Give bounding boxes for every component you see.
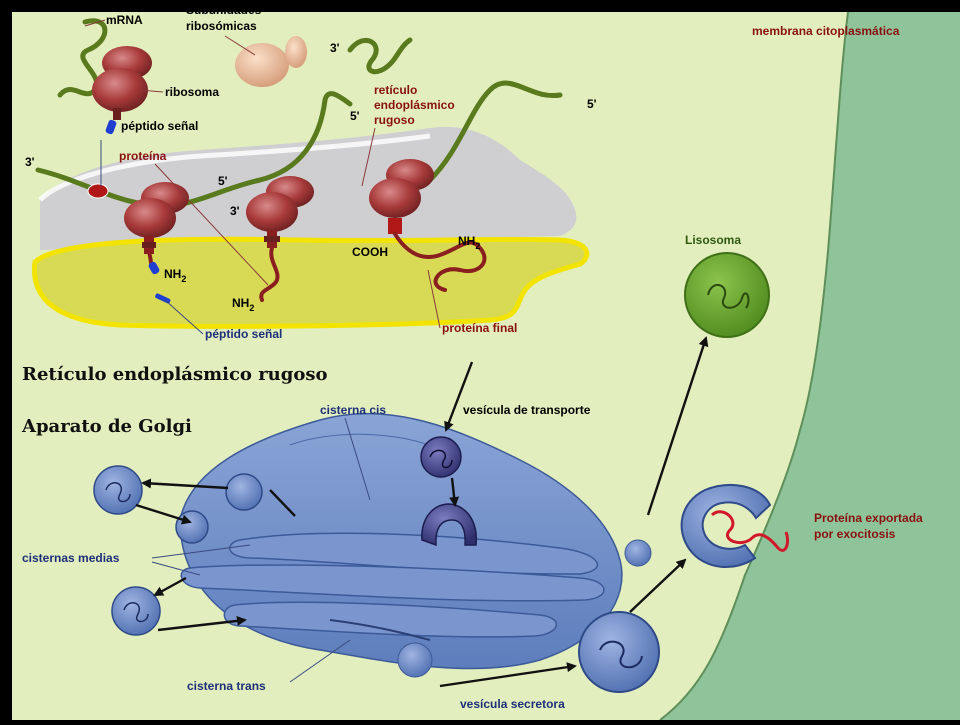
arrow-golgi-to-vesicle-1 <box>141 478 229 490</box>
lysosome <box>684 252 770 338</box>
exported-protein <box>710 510 790 552</box>
label-nh2-b: NH2 <box>232 296 254 313</box>
label-mrna: mRNA <box>106 13 143 27</box>
golgi-side-vesicles <box>93 465 263 636</box>
label-nh2-a: NH2 <box>164 267 186 284</box>
er-ribosome-1 <box>124 182 189 254</box>
golgi-apparatus <box>179 412 652 678</box>
plasma-membrane <box>659 11 849 721</box>
signal-peptide-free <box>105 119 117 135</box>
er-ribosome-2 <box>246 176 314 248</box>
golgi-trans-cistern <box>223 601 558 638</box>
secretory-vesicle <box>578 611 660 693</box>
extracellular-space <box>660 12 960 720</box>
label-protein: proteína <box>119 149 167 163</box>
pointer-mrna <box>84 19 106 27</box>
label-3prime-er: 3' <box>230 204 240 218</box>
label-membrane: membrana citoplasmática <box>752 24 900 38</box>
pointer-medial-1 <box>151 544 251 559</box>
label-exported-protein-2: por exocitosis <box>814 527 896 541</box>
arrow-transport-to-cis <box>449 477 460 507</box>
label-exported-protein-1: Proteína exportada <box>814 511 923 525</box>
section-title-rer: Retículo endoplásmico rugoso <box>22 364 328 385</box>
pointer-final-protein <box>427 269 441 329</box>
label-trans-cistern: cisterna trans <box>187 679 266 693</box>
mrna-strands <box>35 18 563 209</box>
mrna-free-strand <box>57 18 108 98</box>
final-protein-chain <box>393 232 487 292</box>
label-cis-cistern: cisterna cis <box>320 403 386 417</box>
label-final-protein: proteína final <box>442 321 517 335</box>
mrna-er-strand <box>35 91 353 209</box>
label-signal-peptide-bottom: péptido señal <box>205 327 282 341</box>
free-ribosome <box>92 46 152 135</box>
signal-peptide-bound <box>148 261 160 275</box>
label-rer-1: retículo <box>374 83 417 97</box>
srp-particle <box>87 183 109 199</box>
transport-vesicle <box>420 436 478 547</box>
pointer-signal-peptide-bottom <box>164 299 204 335</box>
label-cooh: COOH <box>352 245 388 259</box>
label-nh2-c: NH2 <box>458 234 480 251</box>
arrow-vesicle-to-golgi-2 <box>157 615 247 632</box>
pointer-ribosome <box>139 89 164 93</box>
arrow-to-exocytosis <box>629 558 687 613</box>
arrow-to-lysosome <box>646 336 709 516</box>
pointer-cis <box>344 417 371 501</box>
label-signal-peptide-top: péptido señal <box>121 119 198 133</box>
label-5prime-mid: 5' <box>350 109 360 123</box>
label-rer-3: rugoso <box>374 113 415 127</box>
arrow-to-secretory <box>439 662 577 688</box>
label-transport-vesicle: vesícula de transporte <box>463 403 591 417</box>
label-5prime-right: 5' <box>587 97 597 111</box>
polypeptide-2 <box>259 246 280 302</box>
exocytosis-vesicle <box>680 484 772 569</box>
er-lumen <box>31 236 590 329</box>
label-subunits-1: Subunidades <box>186 3 262 17</box>
golgi-medial-cistern-2 <box>180 564 605 602</box>
label-medial-cisterns: cisternas medias <box>22 551 120 565</box>
arrow-golgi-to-vesicle-2 <box>153 576 187 597</box>
label-5prime-er: 5' <box>218 174 228 188</box>
mrna-right-strand <box>427 80 563 183</box>
arrow-vesicle-to-golgi-1 <box>135 503 192 525</box>
vesicle-fusing-cis <box>421 503 478 547</box>
label-subunits-2: ribosómicas <box>186 19 257 33</box>
flow-arrows <box>135 336 709 688</box>
pointer-subunits <box>224 35 256 56</box>
lysosome-content <box>707 284 750 309</box>
section-title-golgi: Aparato de Golgi <box>21 416 192 437</box>
pointer-rer <box>361 127 376 187</box>
label-secretory-vesicle: vesícula secretora <box>460 697 565 711</box>
top-frame-band <box>0 0 960 12</box>
golgi-medial-cistern-1 <box>229 532 599 575</box>
label-lysosome: Lisosoma <box>685 233 741 247</box>
pointer-trans <box>289 639 351 683</box>
arrow-short-medial <box>269 489 296 517</box>
pointer-protein <box>154 163 269 286</box>
label-3prime-top: 3' <box>330 41 340 55</box>
label-rer-2: endoplásmico <box>374 98 455 112</box>
mrna-3prime-strand <box>347 37 413 75</box>
ribosomal-subunits <box>235 36 307 87</box>
pointer-medial-2 <box>151 561 201 576</box>
arrow-er-to-transport <box>444 361 474 432</box>
label-ribosome: ribosoma <box>165 85 219 99</box>
label-3prime-left: 3' <box>25 155 35 169</box>
er-ribosome-3 <box>369 159 434 234</box>
